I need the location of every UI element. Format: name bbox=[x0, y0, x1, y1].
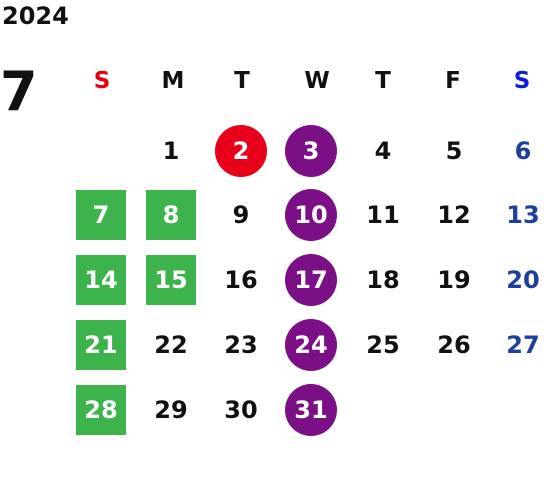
weekday-sunday: S bbox=[93, 68, 111, 94]
year-label: 2024 bbox=[2, 2, 69, 30]
day-28: 28 bbox=[76, 385, 126, 435]
day-16: 16 bbox=[224, 266, 258, 294]
day-13: 13 bbox=[506, 201, 540, 229]
day-5: 5 bbox=[445, 137, 463, 165]
day-11: 11 bbox=[366, 201, 400, 229]
day-9: 9 bbox=[232, 201, 250, 229]
weekday-monday: M bbox=[161, 68, 185, 94]
day-8: 8 bbox=[146, 190, 196, 240]
day-10: 10 bbox=[285, 189, 337, 241]
day-15: 15 bbox=[146, 255, 196, 305]
day-18: 18 bbox=[366, 266, 400, 294]
day-27: 27 bbox=[506, 331, 540, 359]
day-30: 30 bbox=[224, 396, 258, 424]
day-2: 2 bbox=[215, 125, 267, 177]
weekday-wednesday: W bbox=[304, 68, 330, 94]
day-22: 22 bbox=[154, 331, 188, 359]
day-31: 31 bbox=[285, 384, 337, 436]
day-1: 1 bbox=[162, 137, 180, 165]
day-3: 3 bbox=[285, 125, 337, 177]
day-7: 7 bbox=[76, 190, 126, 240]
day-25: 25 bbox=[366, 331, 400, 359]
day-14: 14 bbox=[76, 255, 126, 305]
day-6: 6 bbox=[514, 137, 532, 165]
weekday-saturday: S bbox=[513, 68, 531, 94]
day-4: 4 bbox=[374, 137, 392, 165]
day-21: 21 bbox=[76, 320, 126, 370]
day-26: 26 bbox=[437, 331, 471, 359]
day-12: 12 bbox=[437, 201, 471, 229]
day-29: 29 bbox=[154, 396, 188, 424]
weekday-tuesday: T bbox=[234, 68, 250, 94]
day-17: 17 bbox=[285, 254, 337, 306]
day-23: 23 bbox=[224, 331, 258, 359]
day-24: 24 bbox=[285, 319, 337, 371]
day-19: 19 bbox=[437, 266, 471, 294]
month-number: 7 bbox=[0, 60, 38, 123]
weekday-friday: F bbox=[445, 68, 461, 94]
day-20: 20 bbox=[506, 266, 540, 294]
weekday-thursday: T bbox=[375, 68, 391, 94]
